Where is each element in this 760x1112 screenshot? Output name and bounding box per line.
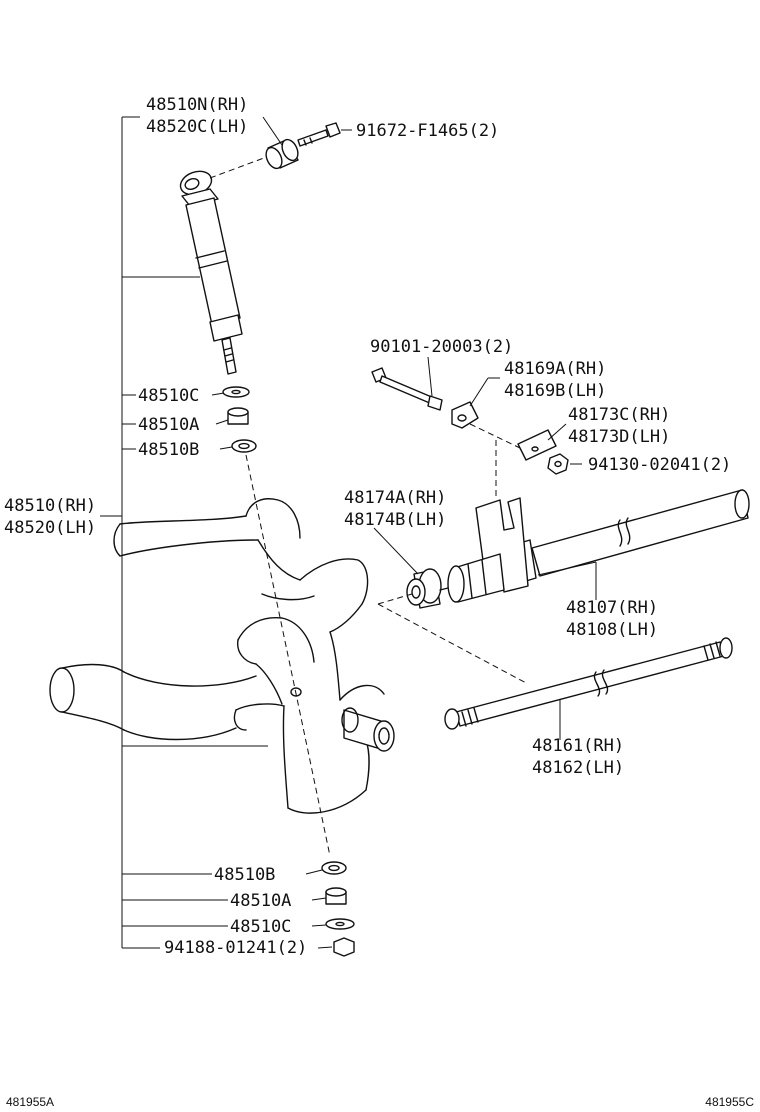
label-bar-rh: 48107(RH) bbox=[566, 598, 658, 618]
label-cushion-b-top: 48510B bbox=[138, 440, 199, 460]
shock-absorber[interactable] bbox=[177, 167, 243, 375]
label-plate-d: 48173D(LH) bbox=[568, 427, 670, 447]
label-bushing-b: 48174B(LH) bbox=[344, 510, 446, 530]
label-bracket-a: 48169A(RH) bbox=[504, 359, 606, 379]
mid-bolt[interactable] bbox=[371, 367, 443, 411]
torsion-arm[interactable] bbox=[447, 497, 529, 603]
steering-knuckle[interactable] bbox=[233, 539, 385, 814]
label-nut-bot: 94188-01241(2) bbox=[164, 938, 307, 958]
anchor-plate[interactable] bbox=[517, 429, 557, 461]
top-bolt[interactable] bbox=[297, 122, 341, 147]
label-nut-mid: 94130-02041(2) bbox=[588, 455, 731, 475]
label-plate-c: 48173C(RH) bbox=[568, 405, 670, 425]
lower-control-arm[interactable] bbox=[49, 663, 257, 741]
label-washer-c-top: 48510C bbox=[138, 386, 199, 406]
mid-nut[interactable] bbox=[547, 453, 569, 475]
label-bracket-b: 48169B(LH) bbox=[504, 381, 606, 401]
label-rod-rh: 48161(RH) bbox=[532, 736, 624, 756]
lower-cushion-stack[interactable] bbox=[321, 861, 355, 957]
drive-rod[interactable] bbox=[444, 637, 733, 730]
torsion-bar[interactable] bbox=[502, 489, 750, 585]
upper-control-arm[interactable] bbox=[113, 498, 301, 557]
label-bar-lh: 48108(LH) bbox=[566, 620, 658, 640]
label-cushion-a-bot: 48510A bbox=[230, 891, 291, 911]
label-arm-rh: 48510(RH) bbox=[4, 496, 96, 516]
spindle[interactable] bbox=[341, 707, 395, 752]
label-bolt-mid: 90101-20003(2) bbox=[370, 337, 513, 357]
label-arm-lh: 48520(LH) bbox=[4, 518, 96, 538]
label-bushing-a: 48174A(RH) bbox=[344, 488, 446, 508]
label-rod-lh: 48162(LH) bbox=[532, 758, 624, 778]
footer-left-code: 481955A bbox=[6, 1095, 54, 1109]
label-shock-rh: 48510N(RH) bbox=[146, 95, 248, 115]
label-shock-lh: 48520C(LH) bbox=[146, 117, 248, 137]
shock-top-bushing[interactable] bbox=[263, 137, 301, 171]
pivot-bushing[interactable] bbox=[406, 568, 449, 609]
label-cushion-a-top: 48510A bbox=[138, 415, 199, 435]
label-cushion-b-bot: 48510B bbox=[214, 865, 275, 885]
upper-cushion-stack[interactable] bbox=[222, 386, 257, 453]
label-bolt-top: 91672-F1465(2) bbox=[356, 121, 499, 141]
footer-right-code: 481955C bbox=[705, 1095, 754, 1109]
torsion-bracket[interactable] bbox=[451, 401, 479, 429]
label-washer-c-bot: 48510C bbox=[230, 917, 291, 937]
bracket-lines bbox=[100, 116, 268, 949]
